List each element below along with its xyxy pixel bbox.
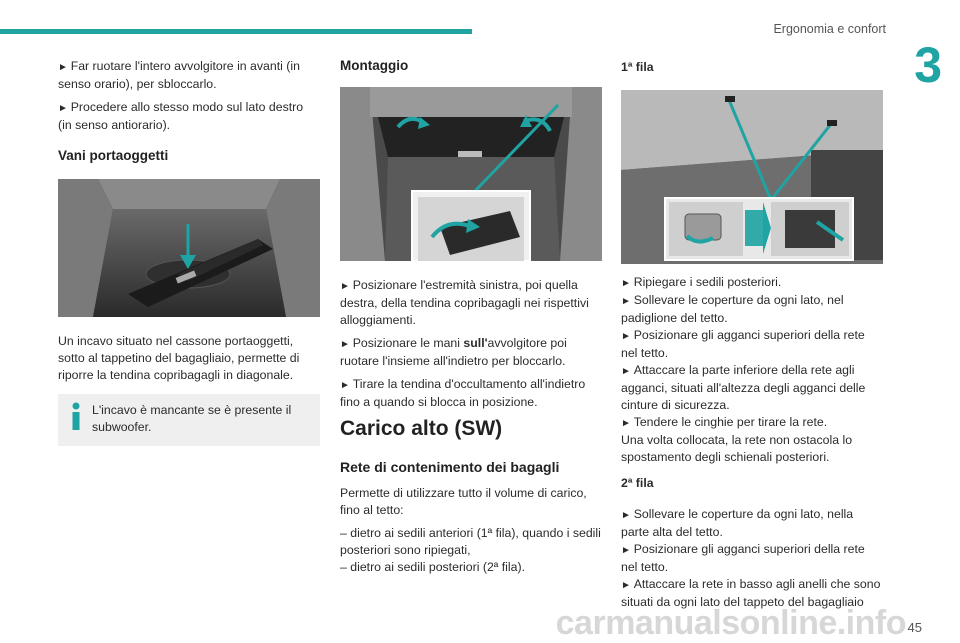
instruction-step: Posizionare le mani sull'avvolgitore poi… bbox=[340, 335, 602, 370]
info-icon bbox=[72, 402, 80, 430]
cover-mounting-illustration bbox=[340, 87, 602, 261]
storage-description: Un incavo situato nel cassone portaogget… bbox=[58, 334, 300, 382]
heading-storage: Vani portaoggetti bbox=[58, 148, 169, 163]
instruction-step: Tirare la tendina d'occultamento all'ind… bbox=[340, 376, 602, 411]
page-number: 45 bbox=[907, 620, 922, 635]
instruction-step: Ripiegare i sedili posteriori. bbox=[621, 274, 883, 292]
info-note: L'incavo è mancante se è presente il sub… bbox=[58, 394, 320, 446]
net-description: Permette di utilizzare tutto il volume d… bbox=[340, 486, 587, 517]
step-text: avvolgitore poi ruotare l'insieme all'in… bbox=[340, 336, 567, 368]
instruction-step: Tendere le cinghie per tirare la rete. bbox=[621, 414, 883, 432]
section-title: Ergonomia e confort bbox=[773, 22, 886, 36]
instruction-step: Posizionare l'estremità sinistra, poi qu… bbox=[340, 277, 602, 329]
note-text: L'incavo è mancante se è presente il sub… bbox=[92, 403, 292, 434]
list-item: – dietro ai sedili posteriori (2ª fila). bbox=[340, 560, 525, 574]
step-text: Posizionare le mani bbox=[352, 336, 464, 350]
section-heading: Carico alto (SW) bbox=[340, 417, 503, 440]
instruction-step: Posizionare gli agganci superiori della … bbox=[621, 541, 883, 576]
instruction-step: Sollevare le coperture da ogni lato, nel… bbox=[621, 292, 883, 327]
instruction-step: Far ruotare l'intero avvolgitore in avan… bbox=[58, 58, 320, 93]
instruction-step: Attaccare la parte inferiore della rete … bbox=[621, 362, 883, 414]
instruction-step: Posizionare gli agganci superiori della … bbox=[621, 327, 883, 362]
watermark: carmanualsonline.info bbox=[555, 604, 907, 642]
heading-mounting: Montaggio bbox=[340, 58, 409, 73]
net-note: Una volta collocata, la rete non ostacol… bbox=[621, 433, 853, 464]
instruction-step: Attaccare la rete in basso agli anelli c… bbox=[621, 576, 883, 611]
row-heading-second: 2ª fila bbox=[621, 476, 654, 490]
instruction-step: Procedere allo stesso modo sul lato dest… bbox=[58, 99, 320, 134]
chapter-number: 3 bbox=[914, 37, 942, 93]
header-accent-bar bbox=[0, 29, 472, 34]
trunk-storage-illustration bbox=[58, 179, 320, 317]
column-3: 1ª fila Ripiegare i sedili posteriori. S… bbox=[621, 58, 883, 617]
column-2: Montaggio Posizionare l'estremità sinist… bbox=[340, 58, 602, 582]
row-heading-first: 1ª fila bbox=[621, 60, 654, 74]
list-item: – dietro ai sedili anteriori (1ª fila), … bbox=[340, 526, 601, 557]
net-mounting-illustration bbox=[621, 90, 883, 264]
subheading-luggage-net: Rete di contenimento dei bagagli bbox=[340, 459, 560, 475]
step-text-bold: sull' bbox=[463, 336, 488, 350]
instruction-step: Sollevare le coperture da ogni lato, nel… bbox=[621, 506, 883, 541]
column-1: Far ruotare l'intero avvolgitore in avan… bbox=[58, 58, 320, 446]
